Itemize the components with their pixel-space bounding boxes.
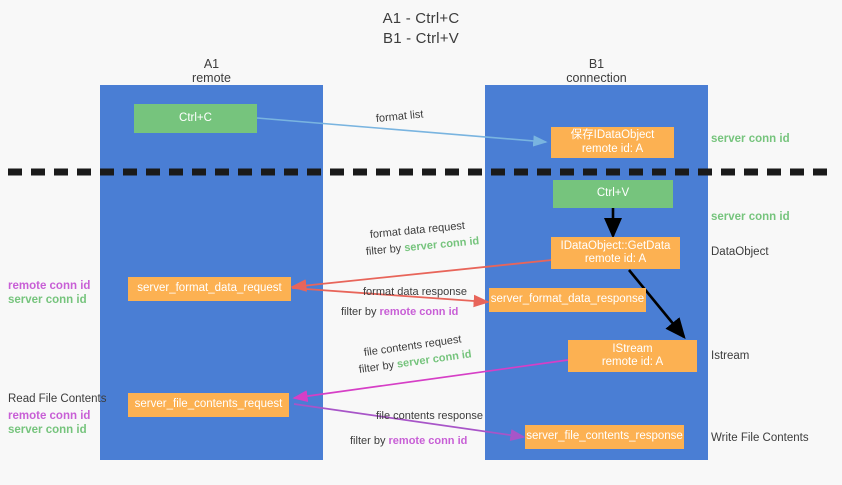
annotation-write-file-contents: Write File Contents — [711, 431, 809, 445]
annotation-server-conn-id-left-1: server conn id — [8, 294, 87, 306]
annotation-conn-ids-file: remote conn id server conn id — [8, 409, 90, 437]
annotation-istream: Istream — [711, 349, 749, 363]
node-save-idataobject-line2: remote id: A — [581, 142, 644, 155]
lane-header-b1: B1 connection — [485, 57, 708, 85]
title-line-1: A1 - Ctrl+C — [382, 10, 460, 27]
node-server-file-contents-request[interactable]: server_file_contents_request — [128, 393, 289, 417]
node-ctrl-c-label: Ctrl+C — [179, 111, 212, 124]
node-getdata-line1: IDataObject::GetData — [560, 239, 671, 252]
annotation-server-conn-id-2-text: server conn id — [711, 211, 790, 223]
edge-label-file-contents-response: file contents response — [376, 409, 483, 424]
node-ctrl-v-label: Ctrl+V — [596, 187, 630, 200]
node-istream-line1: IStream — [612, 342, 653, 355]
node-ctrl-c[interactable]: Ctrl+C — [134, 104, 257, 133]
annotation-read-file-contents: Read File Contents — [8, 392, 106, 406]
edge-filter-prefix-1: filter by — [365, 242, 405, 258]
node-istream[interactable]: IStream remote id: A — [568, 340, 697, 372]
edge-filter-key-4: remote conn id — [388, 435, 468, 447]
node-save-idataobject[interactable]: 保存IDataObject remote id: A — [551, 127, 674, 158]
edge-label-format-data-response-text: format data response — [363, 286, 467, 298]
annotation-server-conn-id-left-2: server conn id — [8, 424, 87, 436]
title-line-2: B1 - Ctrl+V — [383, 30, 459, 47]
annotation-read-file-contents-text: Read File Contents — [8, 393, 107, 405]
node-server-format-data-request[interactable]: server_format_data_request — [128, 277, 291, 301]
annotation-write-file-contents-text: Write File Contents — [711, 432, 809, 444]
annotation-dataobject-text: DataObject — [711, 246, 769, 258]
node-save-idataobject-line1: 保存IDataObject — [570, 129, 655, 141]
node-server-file-contents-response[interactable]: server_file_contents_response — [525, 425, 684, 449]
edge-filter-prefix-4: filter by — [350, 435, 389, 447]
node-server-format-data-request-label: server_format_data_request — [137, 282, 282, 295]
annotation-remote-conn-id-2: remote conn id — [8, 410, 91, 422]
annotation-server-conn-id-1: server conn id — [711, 132, 790, 146]
annotation-remote-conn-id-1: remote conn id — [8, 280, 91, 292]
edge-label-format-data-response-filter: filter by remote conn id — [341, 305, 458, 320]
node-server-format-data-response-label: server_format_data_response — [490, 293, 645, 306]
lane-a1-name: A1 — [203, 57, 220, 71]
annotation-dataobject: DataObject — [711, 245, 769, 259]
lane-b1-name: B1 — [588, 57, 605, 71]
edge-filter-prefix-2: filter by — [341, 306, 380, 318]
node-idataobject-getdata[interactable]: IDataObject::GetData remote id: A — [551, 237, 680, 269]
annotation-conn-ids-format: remote conn id server conn id — [8, 279, 90, 307]
edge-filter-key-2: remote conn id — [379, 306, 459, 318]
node-getdata-line2: remote id: A — [584, 253, 647, 265]
edge-label-file-contents-response-filter: filter by remote conn id — [350, 434, 467, 449]
edge-label-format-data-response: format data response — [363, 285, 467, 300]
edge-label-format-list-text: format list — [375, 108, 424, 125]
node-istream-line2: remote id: A — [601, 356, 664, 368]
edge-label-file-contents-response-text: file contents response — [376, 410, 484, 422]
annotation-server-conn-id-1-text: server conn id — [711, 133, 790, 145]
annotation-server-conn-id-2: server conn id — [711, 210, 790, 224]
lane-a1-sub: remote — [192, 71, 231, 85]
lane-b1-sub: connection — [566, 71, 627, 85]
node-ctrl-v[interactable]: Ctrl+V — [553, 180, 673, 208]
edge-filter-prefix-3: filter by — [358, 358, 398, 376]
lane-header-a1: A1 remote — [100, 57, 323, 85]
node-server-file-contents-request-label: server_file_contents_request — [134, 398, 283, 411]
node-server-file-contents-response-label: server_file_contents_response — [526, 430, 683, 443]
edge-label-format-list: format list — [375, 107, 424, 127]
annotation-istream-text: Istream — [711, 350, 750, 362]
node-server-format-data-response[interactable]: server_format_data_response — [489, 288, 646, 312]
